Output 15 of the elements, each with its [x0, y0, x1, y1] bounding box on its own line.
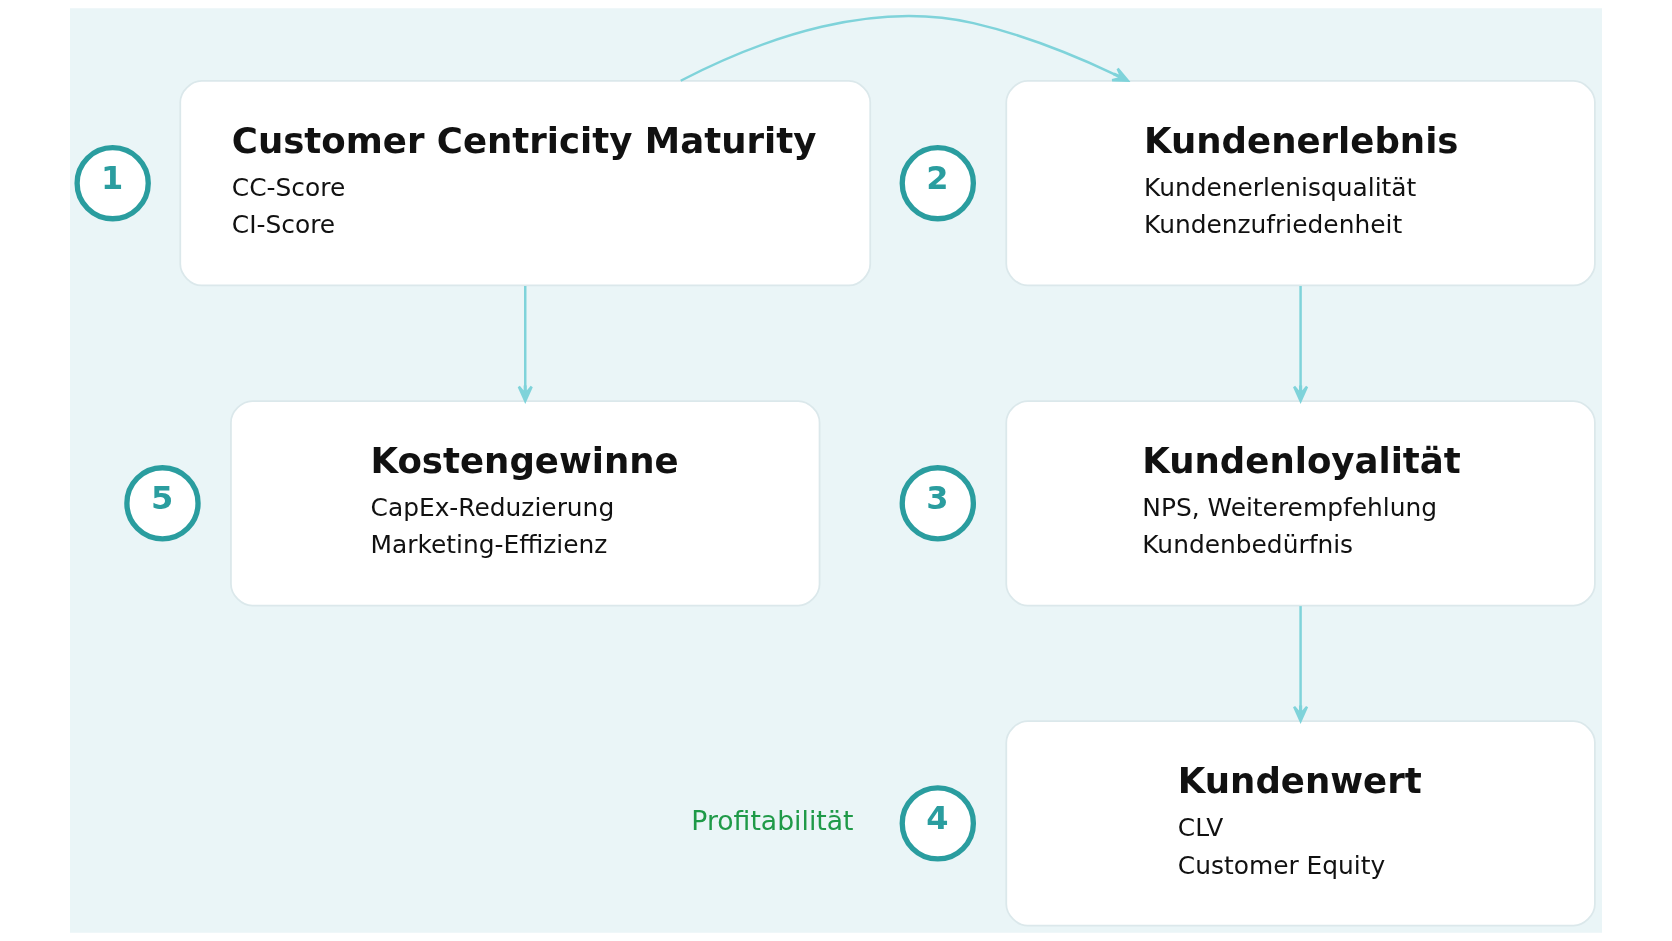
node-box: Customer Centricity Maturity CC-Score CI-Score — [179, 80, 872, 287]
arrow — [517, 286, 533, 403]
arrow — [680, 15, 1129, 82]
node-circle: 5 — [124, 465, 201, 542]
node-box: Kundenerlebnis Kundenerlenisqualität Kundenzufriedenheit — [1005, 80, 1596, 287]
node-circle: 3 — [899, 465, 977, 542]
node-circle: 1 — [74, 144, 151, 222]
arrow — [1292, 286, 1309, 403]
node-box: Kostengewinne CapEx-Reduzierung Marketing-Effizienz — [230, 400, 821, 607]
label: Profitabilität — [691, 804, 854, 836]
node-circle: 4 — [899, 785, 977, 862]
node-circle: 2 — [899, 144, 977, 222]
node-box: Kundenwert CLV Customer Equity — [1005, 720, 1596, 927]
node-box: Kundenloyalität NPS, Weiterempfehlung Kundenbedürfnis — [1005, 400, 1596, 607]
arrow — [1292, 606, 1309, 723]
